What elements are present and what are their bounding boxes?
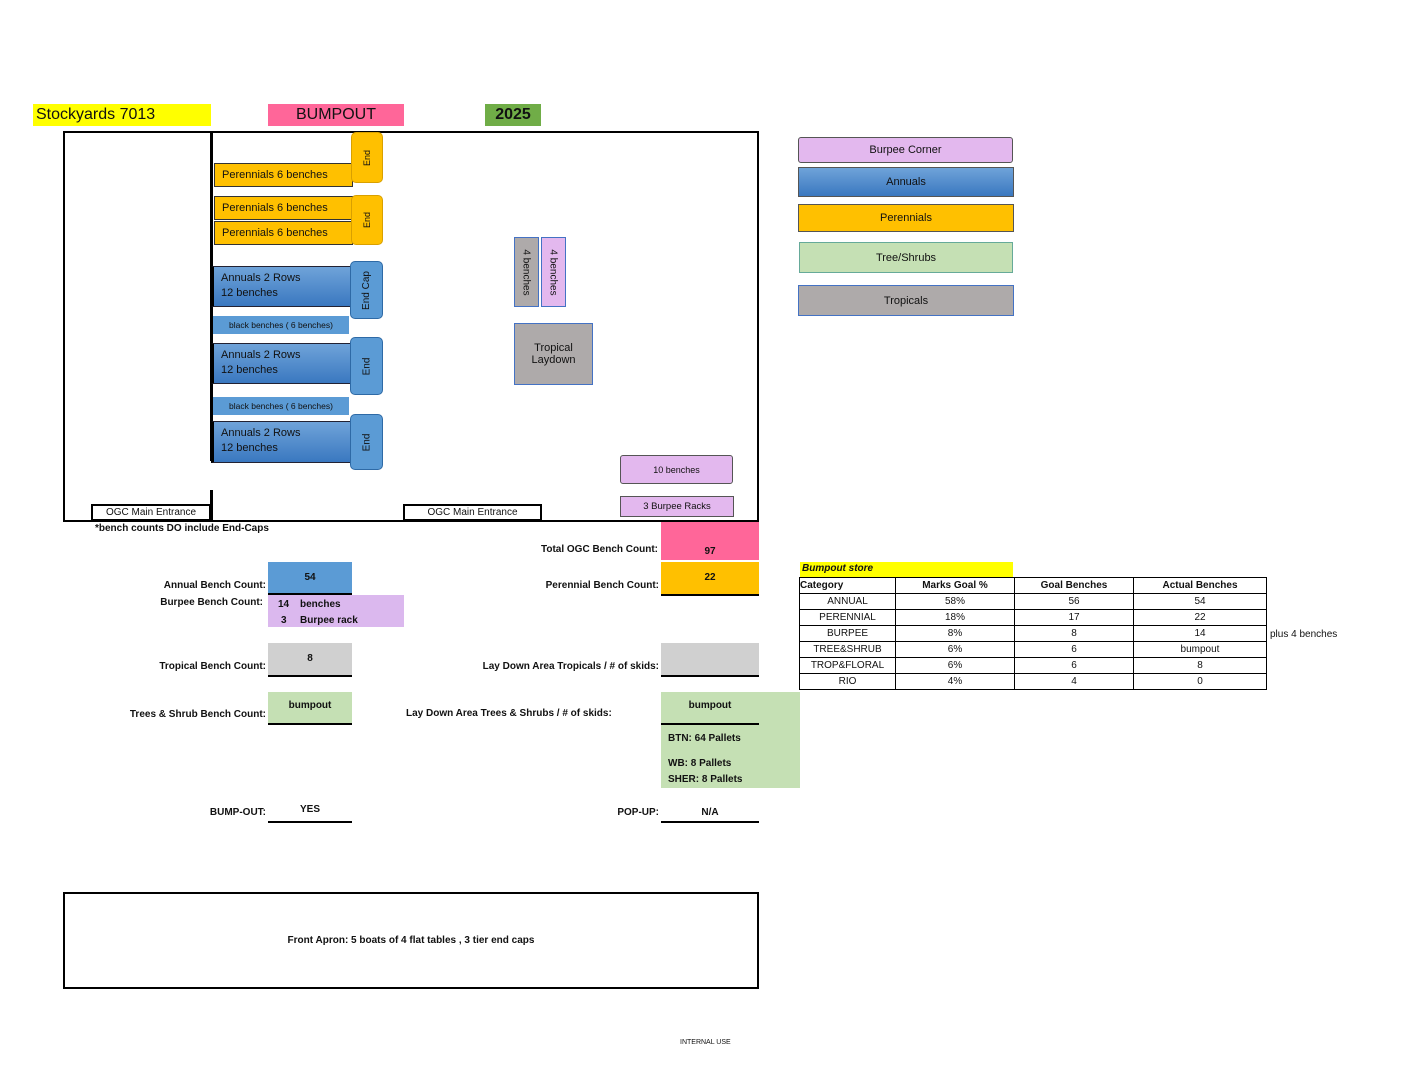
cell: BURPEE bbox=[799, 625, 896, 642]
trees-label: Trees & Shrub Bench Count: bbox=[129, 709, 266, 720]
laydown-trees-panel bbox=[661, 692, 800, 788]
store-title: Stockyards 7013 bbox=[33, 104, 211, 126]
cell: 8 bbox=[1133, 657, 1267, 674]
popup-value: N/A bbox=[661, 804, 759, 823]
trees-count: bumpout bbox=[268, 692, 352, 725]
perennial-row: Perennials 6 benches bbox=[214, 163, 353, 187]
legend-annuals: Annuals bbox=[798, 167, 1014, 197]
year-title: 2025 bbox=[485, 104, 541, 126]
popup-label: POP-UP: bbox=[617, 807, 659, 818]
footer-label: INTERNAL USE bbox=[680, 1039, 731, 1046]
cell: 8% bbox=[895, 625, 1015, 642]
tropical-count: 8 bbox=[268, 643, 352, 677]
cell: bumpout bbox=[1133, 641, 1267, 658]
cell: 6% bbox=[895, 641, 1015, 658]
cell: 6% bbox=[895, 657, 1015, 674]
wb-pallets: WB: 8 Pallets bbox=[668, 758, 732, 769]
table-title: Bumpout store bbox=[800, 562, 1013, 577]
burpee-label: Burpee Bench Count: bbox=[160, 597, 263, 608]
end-cap: End bbox=[351, 132, 383, 183]
type-title: BUMPOUT bbox=[268, 104, 404, 126]
cell: 4% bbox=[895, 673, 1015, 690]
aisle-line bbox=[210, 490, 213, 520]
bumpout-label: BUMP-OUT: bbox=[209, 807, 266, 818]
ten-benches: 10 benches bbox=[620, 455, 733, 484]
main-entrance: OGC Main Entrance bbox=[91, 504, 211, 521]
perennial-row: Perennials 6 benches bbox=[214, 196, 353, 220]
bumpout-value: YES bbox=[268, 804, 352, 823]
header-cell: Goal Benches bbox=[1014, 577, 1134, 594]
cell: PERENNIAL bbox=[799, 609, 896, 626]
cell: TREE&SHRUB bbox=[799, 641, 896, 658]
btn-pallets: BTN: 64 Pallets bbox=[668, 733, 741, 744]
annual-count: 54 bbox=[268, 562, 352, 595]
cell: RIO bbox=[799, 673, 896, 690]
burpee-side-note: plus 4 benches bbox=[1270, 629, 1338, 640]
perennial-row: Perennials 6 benches bbox=[214, 221, 353, 245]
black-benches: black benches ( 6 benches) bbox=[213, 316, 349, 334]
cell: 54 bbox=[1133, 593, 1267, 610]
tropical-laydown: Tropical Laydown bbox=[514, 323, 593, 385]
front-apron-box: Front Apron: 5 boats of 4 flat tables , … bbox=[63, 892, 759, 989]
total-count: 97 bbox=[661, 522, 759, 560]
header-cell: Marks Goal % bbox=[895, 577, 1015, 594]
legend-burpee: Burpee Corner bbox=[798, 137, 1013, 163]
legend-tropicals: Tropicals bbox=[798, 285, 1014, 316]
tropical-benches: 4 benches bbox=[514, 237, 539, 307]
cell: 56 bbox=[1014, 593, 1134, 610]
tropical-label: Tropical Bench Count: bbox=[159, 661, 266, 672]
cell: 4 bbox=[1014, 673, 1134, 690]
perennial-label: Perennial Bench Count: bbox=[545, 580, 659, 591]
bench-note: *bench counts DO include End-Caps bbox=[95, 523, 269, 534]
perennial-count: 22 bbox=[661, 562, 759, 596]
end-cap: End Cap bbox=[350, 261, 383, 319]
cell: 6 bbox=[1014, 641, 1134, 658]
legend-perennials: Perennials bbox=[798, 204, 1014, 232]
end-cap: End bbox=[351, 195, 383, 245]
cell: 6 bbox=[1014, 657, 1134, 674]
black-benches: black benches ( 6 benches) bbox=[213, 397, 349, 415]
burpee-racks: 3 Burpee Racks bbox=[620, 496, 734, 517]
cell: 58% bbox=[895, 593, 1015, 610]
cell: 18% bbox=[895, 609, 1015, 626]
cell: 0 bbox=[1133, 673, 1267, 690]
sher-pallets: SHER: 8 Pallets bbox=[668, 774, 743, 785]
cell: TROP&FLORAL bbox=[799, 657, 896, 674]
cell: 8 bbox=[1014, 625, 1134, 642]
total-label: Total OGC Bench Count: bbox=[540, 544, 658, 555]
header-cell: Actual Benches bbox=[1133, 577, 1267, 594]
end-cap: End bbox=[350, 414, 383, 470]
main-entrance: OGC Main Entrance bbox=[403, 504, 542, 521]
laydown-trees-label: Lay Down Area Trees & Shrubs / # of skid… bbox=[406, 708, 612, 719]
header-cell: Category bbox=[799, 577, 896, 594]
cell: 22 bbox=[1133, 609, 1267, 626]
cell: ANNUAL bbox=[799, 593, 896, 610]
laydown-trees-count: bumpout bbox=[661, 692, 759, 725]
laydown-tropicals-count bbox=[661, 643, 759, 677]
legend-tree-shrubs: Tree/Shrubs bbox=[799, 242, 1013, 273]
cell: 14 bbox=[1133, 625, 1267, 642]
end-cap: End bbox=[350, 337, 383, 395]
annual-label: Annual Bench Count: bbox=[163, 580, 266, 591]
cell: 17 bbox=[1014, 609, 1134, 626]
store-outline bbox=[63, 131, 759, 522]
burpee-benches: 4 benches bbox=[541, 237, 566, 307]
laydown-tropicals-label: Lay Down Area Tropicals / # of skids: bbox=[482, 661, 659, 672]
